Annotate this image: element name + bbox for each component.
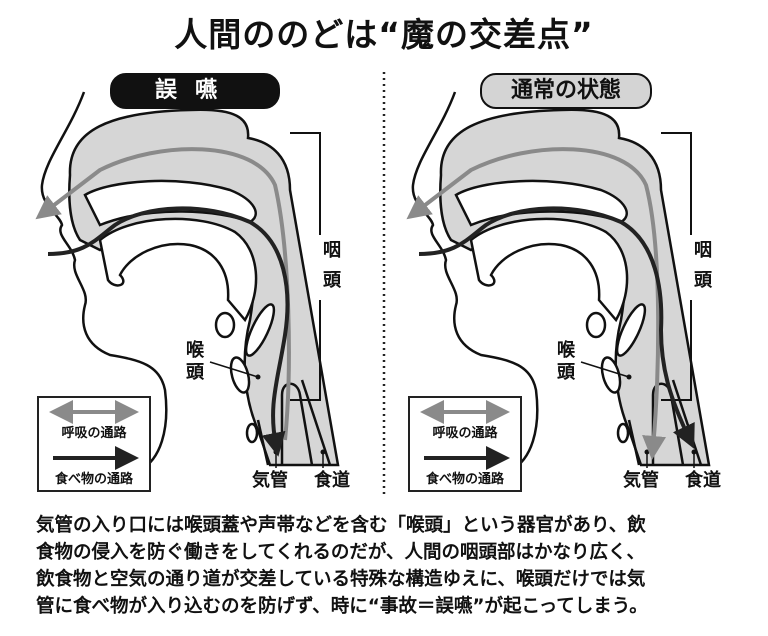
air-path-arrow bbox=[406, 147, 667, 460]
pharynx-char: 咽 bbox=[694, 240, 712, 261]
larynx-char: 頭 bbox=[186, 362, 204, 383]
aspiration-label: 誤嚥 bbox=[110, 73, 280, 109]
pharynx-char: 頭 bbox=[323, 270, 341, 291]
air-path-arrow bbox=[35, 147, 291, 441]
pharynx-char: 頭 bbox=[694, 270, 712, 291]
legend-air-label: 呼吸の通路 bbox=[432, 426, 498, 441]
text-line: 食物の侵入を防ぐ働きをしてくれるのだが、人間の咽頭部はかなり広く、 bbox=[36, 542, 646, 563]
larynx-label: 喉 頭 bbox=[185, 340, 205, 384]
normal-state-label: 通常の状態 bbox=[480, 73, 652, 109]
explanation-text: 気管の入り口には喉頭蓋や声帯などを含む「喉頭」という器官があり、飲 食物の侵入を… bbox=[36, 512, 756, 620]
text-line: 飲食物と空気の通り道が交差している特殊な構造ゆえに、喉頭だけでは気 bbox=[36, 569, 646, 590]
page-title: 人間ののどは“魔の交差点” bbox=[174, 15, 594, 54]
larynx-label: 喉 頭 bbox=[556, 340, 576, 384]
trachea-label: 気管 bbox=[623, 470, 659, 491]
panel-aspiration bbox=[35, 90, 340, 472]
larynx-char: 頭 bbox=[557, 362, 575, 383]
legend-food-label: 食べ物の通路 bbox=[425, 472, 504, 487]
throat-diagram bbox=[35, 72, 711, 495]
legend: 呼吸の通路 食べ物の通路 bbox=[408, 396, 522, 492]
pharynx-label: 咽 頭 bbox=[693, 240, 713, 292]
legend-food-label: 食べ物の通路 bbox=[54, 472, 133, 487]
legend-air-label: 呼吸の通路 bbox=[61, 426, 127, 441]
esophagus-label: 食道 bbox=[314, 470, 350, 491]
text-line: 気管の入り口には喉頭蓋や声帯などを含む「喉頭」という器官があり、飲 bbox=[36, 515, 646, 536]
pharynx-label: 咽 頭 bbox=[322, 240, 342, 292]
text-line: 管に食べ物が入り込むのを防げず、時に“事故＝誤嚥”が起こってしまう。 bbox=[36, 596, 648, 617]
esophagus-label: 食道 bbox=[685, 470, 721, 491]
food-path-arrow bbox=[47, 206, 290, 457]
pharynx-char: 咽 bbox=[323, 240, 341, 261]
legend-arrows bbox=[420, 400, 510, 470]
legend-arrows bbox=[49, 400, 139, 470]
food-path-arrow bbox=[418, 206, 695, 449]
trachea-label: 気管 bbox=[252, 470, 288, 491]
panel-normal bbox=[406, 90, 711, 472]
legend: 呼吸の通路 食べ物の通路 bbox=[37, 396, 151, 492]
larynx-char: 喉 bbox=[557, 340, 575, 361]
larynx-char: 喉 bbox=[186, 340, 204, 361]
